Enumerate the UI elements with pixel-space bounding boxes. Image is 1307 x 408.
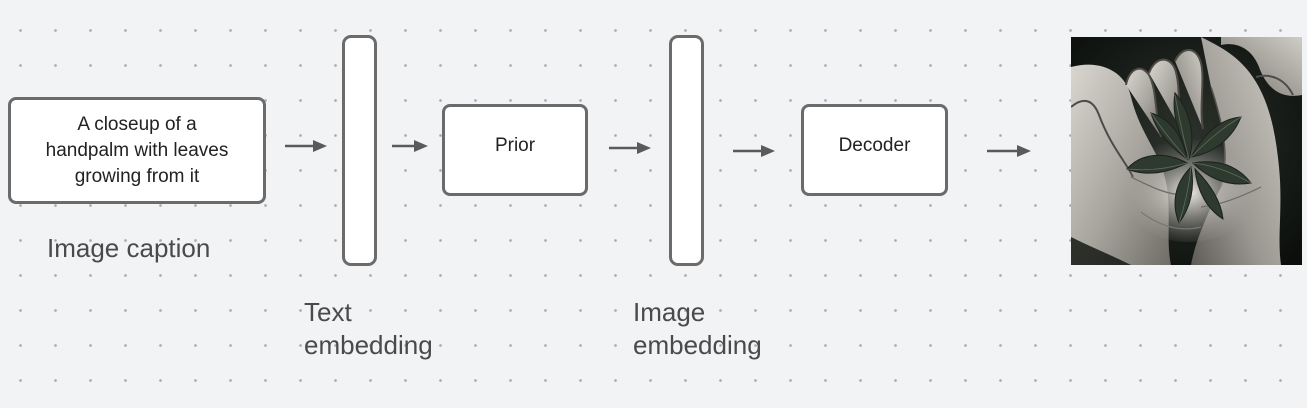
- text-embedding-label: Text embedding: [304, 297, 433, 360]
- decoder-label: Decoder: [838, 135, 911, 156]
- image-embedding-bar: [669, 35, 704, 266]
- arrow-icon: [733, 145, 775, 157]
- hands-with-leaves-photo: [1071, 37, 1302, 265]
- text-embedding-bar: [342, 35, 377, 266]
- arrow-icon: [285, 140, 327, 152]
- decoder-box: Decoder: [801, 104, 948, 196]
- arrow-icon: [392, 140, 428, 152]
- image-caption-text: A closeup of a handpalm with leaves grow…: [45, 113, 229, 187]
- prior-box: Prior: [442, 104, 588, 196]
- image-caption-box: A closeup of a handpalm with leaves grow…: [8, 97, 266, 204]
- image-caption-label: Image caption: [47, 233, 211, 263]
- arrow-icon: [987, 145, 1031, 157]
- arrow-icon: [609, 142, 651, 154]
- prior-label: Prior: [494, 135, 536, 156]
- image-embedding-label: Image embedding: [633, 297, 762, 360]
